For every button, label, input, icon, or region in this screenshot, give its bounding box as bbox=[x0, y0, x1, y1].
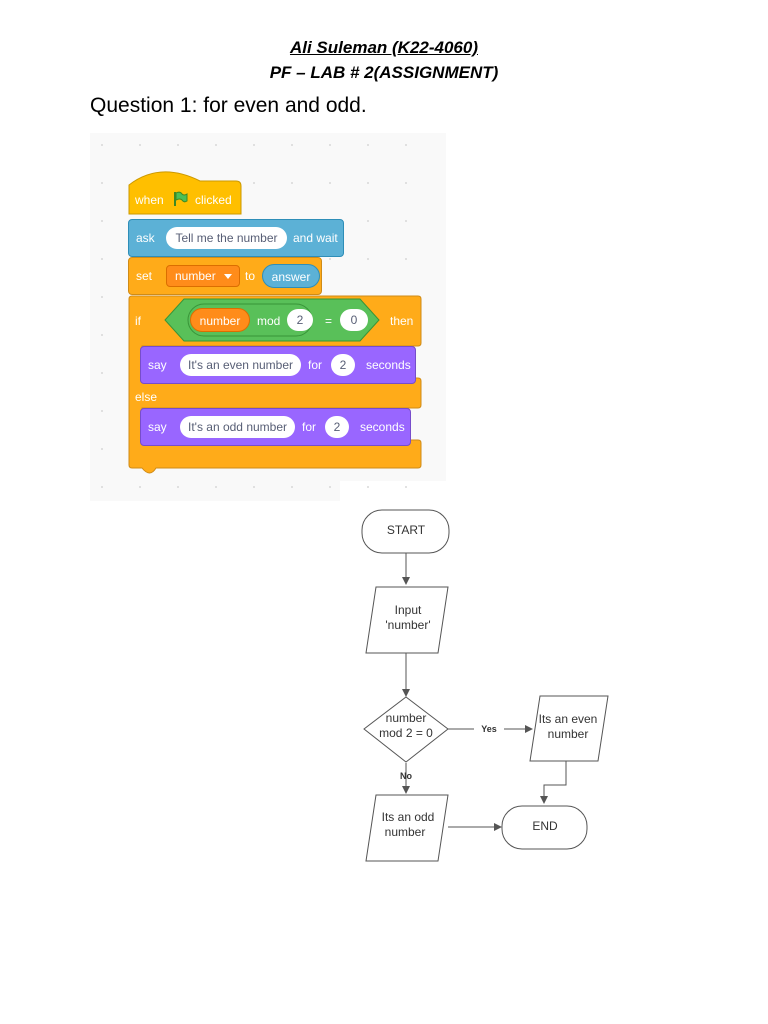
even-output-line1: Its an even bbox=[538, 712, 598, 726]
odd-output-line1: Its an odd bbox=[381, 810, 435, 824]
question-title: Question 1: for even and odd. bbox=[90, 94, 367, 117]
else-label: else bbox=[135, 390, 158, 404]
variable-dropdown[interactable]: number bbox=[166, 265, 240, 287]
author-heading: Ali Suleman (K22-4060) bbox=[289, 38, 478, 57]
lab-heading: PF – LAB # 2(ASSIGNMENT) bbox=[269, 63, 499, 82]
input-label-line2: 'number' bbox=[385, 618, 431, 632]
start-terminal bbox=[361, 509, 450, 554]
variable-dropdown-value: number bbox=[175, 269, 216, 283]
chevron-down-icon bbox=[224, 274, 232, 279]
green-flag-icon[interactable] bbox=[172, 191, 188, 207]
say-odd-message-input[interactable]: It's an odd number bbox=[180, 416, 295, 438]
decision-label-line1: number bbox=[385, 711, 427, 725]
ask-prompt-input[interactable]: Tell me the number bbox=[166, 227, 287, 249]
ask-label: ask bbox=[136, 231, 155, 245]
odd-output-line2: number bbox=[384, 825, 426, 839]
divisor-input[interactable]: 2 bbox=[287, 309, 313, 331]
say-even-unit: seconds bbox=[366, 358, 411, 372]
end-terminal bbox=[501, 805, 588, 850]
no-label: No bbox=[400, 771, 412, 781]
say-even-label: say bbox=[148, 358, 167, 372]
set-label: set bbox=[136, 269, 153, 283]
say-odd-secs-input[interactable]: 2 bbox=[325, 416, 349, 438]
ask-suffix: and wait bbox=[293, 231, 338, 245]
input-label-line1: Input bbox=[394, 603, 422, 617]
start-label: START bbox=[386, 523, 426, 537]
decision-label-line2: mod 2 = 0 bbox=[379, 726, 433, 740]
if-label: if bbox=[135, 314, 141, 328]
compare-input[interactable]: 0 bbox=[340, 309, 368, 331]
hat-when-text: when bbox=[135, 193, 164, 207]
number-reporter[interactable]: number bbox=[190, 308, 250, 332]
scratch-code-panel: when clicked ask Tell me the number and … bbox=[90, 133, 446, 501]
end-label: END bbox=[532, 819, 558, 833]
answer-reporter[interactable]: answer bbox=[262, 264, 320, 288]
even-output-line2: number bbox=[547, 727, 589, 741]
hat-block bbox=[128, 171, 242, 215]
equals-operator: = bbox=[325, 314, 333, 328]
hat-clicked-text: clicked bbox=[195, 193, 232, 207]
mod-operator: mod bbox=[257, 314, 281, 328]
set-to-text: to bbox=[245, 269, 256, 283]
yes-label: Yes bbox=[474, 722, 504, 737]
input-parallelogram bbox=[365, 586, 449, 654]
then-label: then bbox=[390, 314, 414, 328]
odd-output-parallelogram bbox=[365, 794, 449, 862]
say-even-secs-input[interactable]: 2 bbox=[331, 354, 355, 376]
say-even-for: for bbox=[308, 358, 323, 372]
even-output-parallelogram bbox=[529, 695, 609, 762]
say-odd-for: for bbox=[302, 420, 317, 434]
decision-diamond bbox=[363, 696, 449, 763]
say-even-message-input[interactable]: It's an even number bbox=[180, 354, 301, 376]
say-odd-unit: seconds bbox=[360, 420, 405, 434]
say-odd-label: say bbox=[148, 420, 167, 434]
